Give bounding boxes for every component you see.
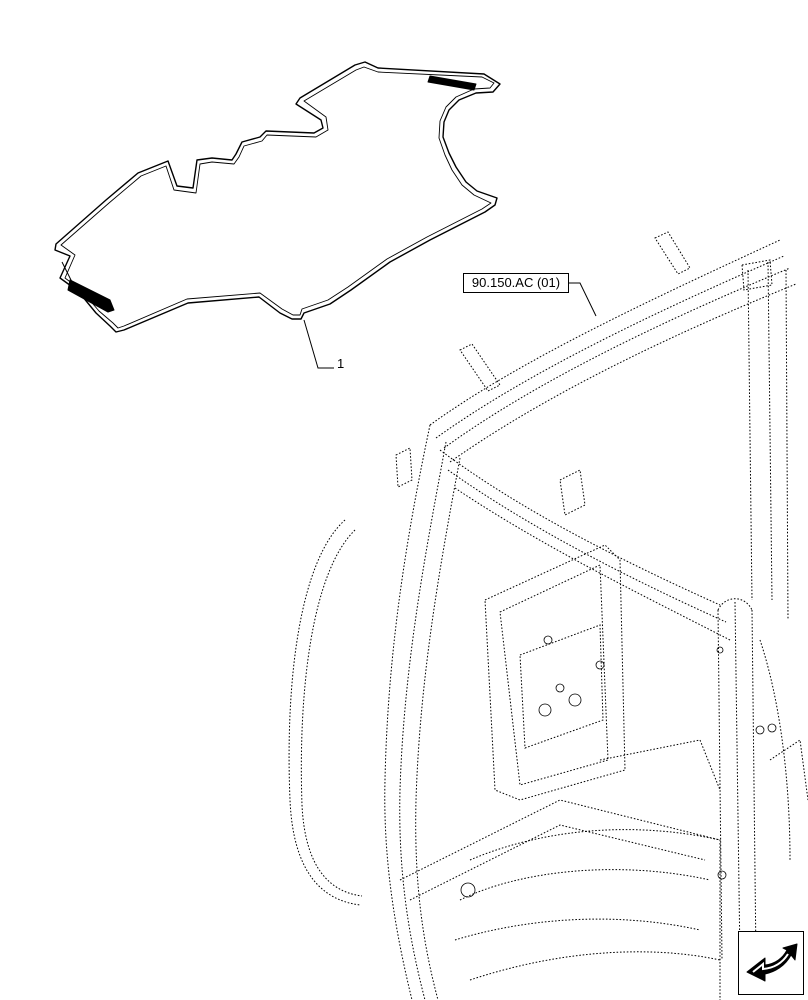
part-callout-1: 1 <box>337 356 345 371</box>
floor-mat <box>54 61 501 333</box>
cab-hardware <box>460 635 777 898</box>
reference-label[interactable]: 90.150.AC (01) <box>463 273 569 293</box>
cab-frame <box>288 231 808 1000</box>
callout-leader-1 <box>303 319 334 369</box>
reference-leader <box>569 282 597 317</box>
navigation-button[interactable] <box>738 931 804 995</box>
return-arrow-icon <box>746 943 798 982</box>
